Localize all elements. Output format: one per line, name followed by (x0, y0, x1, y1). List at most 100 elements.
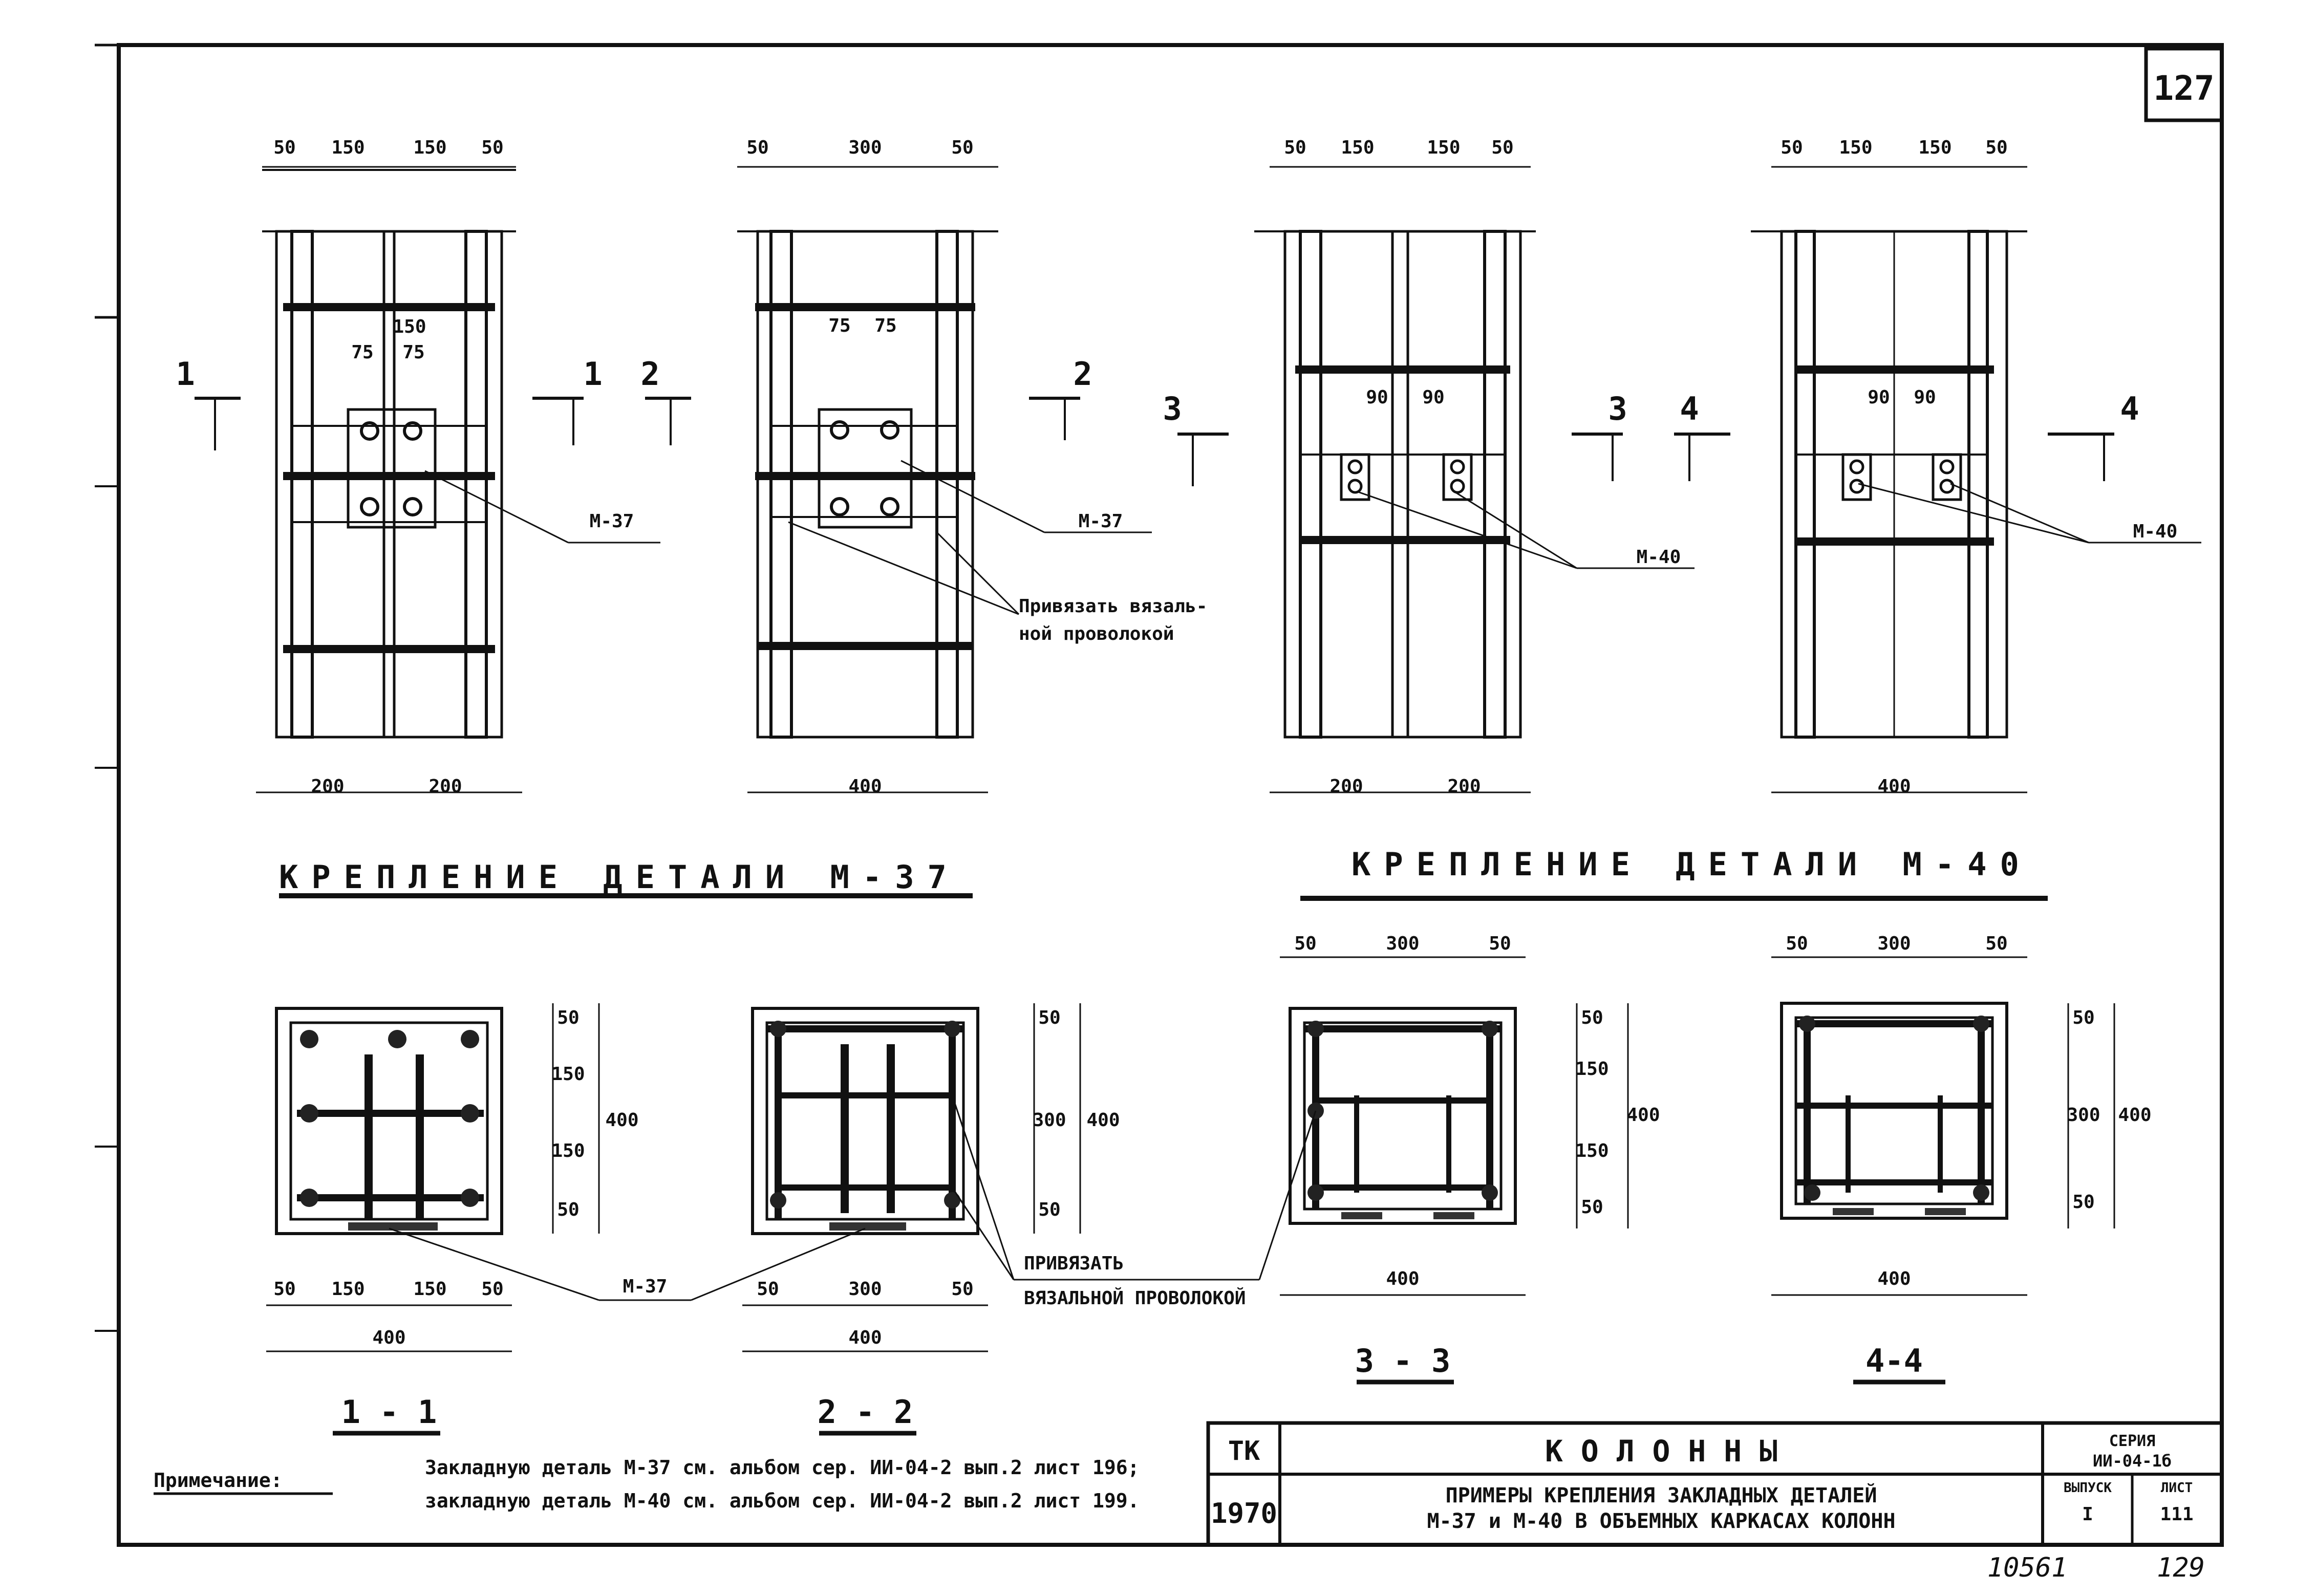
section-3-top-dim-b: 300 (1386, 933, 1419, 954)
section-4-total: 400 (1877, 1268, 1911, 1289)
section-3-right-dim-c: 150 (1575, 1140, 1609, 1161)
top-dim-4-b: 150 (1839, 137, 1872, 158)
callout-wire-line1: ПРИВЯЗАТЬ (1024, 1253, 1124, 1274)
tb-tk: ТК (1228, 1436, 1260, 1466)
bottom-dim-3-a: 200 (1329, 776, 1363, 797)
section-4-right-dim-a: 50 (2072, 1007, 2094, 1028)
top-dim-2-c: 50 (951, 137, 973, 158)
section-3-right-dim-b: 150 (1575, 1059, 1609, 1080)
part-label-2: М-37 (1079, 511, 1123, 532)
inner-dim-3-b: 90 (1422, 387, 1444, 408)
elevation-2: 2 2 М-37 Привязать вязаль- ной проволоко… (640, 137, 1207, 797)
section-3-right-total: 400 (1626, 1105, 1660, 1126)
title-block: ТК 1970 К О Л О Н Н Ы ПРИМЕРЫ КРЕПЛЕНИЯ … (1206, 1421, 2224, 1547)
cut-mark-1-left: 1 (176, 355, 195, 393)
cut-mark-2-left: 2 (640, 355, 659, 393)
section-callouts: М-37 ПРИВЯЗАТЬ ВЯЗАЛЬНОЙ ПРОВОЛОКОЙ (389, 1095, 1317, 1309)
section-4-name: 4-4 (1865, 1342, 1923, 1379)
sheet-frame (95, 43, 2224, 1547)
note-label: Примечание: (154, 1469, 283, 1492)
bottom-dim-2: 400 (848, 776, 882, 797)
section-2-bottom-dim-c: 50 (951, 1279, 973, 1300)
cut-mark-3-left: 3 (1163, 390, 1182, 427)
tb-subtitle-1: ПРИМЕРЫ КРЕПЛЕНИЯ ЗАКЛАДНЫХ ДЕТАЛЕЙ (1446, 1483, 1877, 1507)
section-1-bottom-dim-d: 50 (481, 1279, 503, 1300)
wire-note-2-line2: ной проволокой (1019, 623, 1174, 644)
tb-year: 1970 (1211, 1497, 1277, 1529)
section-1-right-dim-d: 50 (557, 1199, 579, 1220)
cut-mark-3-right: 3 (1608, 390, 1627, 427)
section-1-right-dim-a: 50 (557, 1007, 579, 1028)
footer-numbers: 10561 129 (1987, 1552, 2205, 1583)
tb-sheet-value: 111 (2160, 1504, 2193, 1525)
section-1-bottom-dim-b: 150 (331, 1279, 364, 1300)
note-line-2: закладную деталь М-40 см. альбом сер. ИИ… (425, 1490, 1140, 1512)
top-dim-4-a: 50 (1781, 137, 1803, 158)
bottom-dim-4: 400 (1877, 776, 1911, 797)
section-1-1: 50 150 150 50 400 50 150 150 50 400 1 - … (266, 1003, 639, 1436)
cut-mark-4-left: 4 (1680, 390, 1699, 427)
bottom-dim-1-a: 200 (311, 776, 344, 797)
section-1-name: 1 - 1 (341, 1393, 437, 1431)
bottom-dim-1-b: 200 (428, 776, 462, 797)
section-2-right-total: 400 (1086, 1110, 1120, 1131)
note: Примечание: Закладную деталь М-37 см. ал… (154, 1456, 1140, 1512)
inner-dim-1-c: 75 (402, 342, 424, 363)
section-1-right-total: 400 (605, 1110, 638, 1131)
inner-dim-1-b: 75 (351, 342, 373, 363)
section-2-2: 50 300 50 400 50 300 50 400 2 - 2 (742, 1003, 1120, 1436)
section-4-4: 50 300 50 400 50 300 50 400 4-4 (1771, 933, 2152, 1385)
tb-sheet-label: ЛИСТ (2161, 1480, 2193, 1496)
section-1-bottom-dim-a: 50 (273, 1279, 295, 1300)
section-2-right-dim-b: 300 (1033, 1110, 1066, 1131)
inner-dim-2-a: 75 (828, 315, 850, 336)
section-3-top-dim-c: 50 (1489, 933, 1511, 954)
inner-dim-4-b: 90 (1914, 387, 1936, 408)
bottom-number-right: 129 (2157, 1552, 2205, 1583)
page-number: 127 (2153, 69, 2214, 108)
page-number-box: 127 (2144, 47, 2224, 122)
section-1-right-dim-b: 150 (551, 1064, 585, 1085)
top-dim-3-b: 150 (1341, 137, 1374, 158)
section-4-right-dim-b: 300 (2067, 1105, 2100, 1126)
tb-subtitle-2: М-37 и М-40 В ОБЪЕМНЫХ КАРКАСАХ КОЛОНН (1427, 1509, 1895, 1533)
cut-mark-4-right: 4 (2120, 390, 2139, 427)
part-label-3: М-40 (1637, 547, 1681, 568)
inner-dim-4-a: 90 (1868, 387, 1890, 408)
top-dim-1-a: 50 (273, 137, 295, 158)
part-label-1: М-37 (590, 511, 634, 532)
section-4-right-total: 400 (2118, 1105, 2151, 1126)
inner-dim-3-a: 90 (1366, 387, 1388, 408)
elevation-3: 3 3 М-40 50 150 150 50 90 90 200 200 (1163, 137, 1695, 797)
heading-m37: КРЕПЛЕНИЕ ДЕТАЛИ М-37 (279, 858, 960, 896)
tb-issue-label: ВЫПУСК (2064, 1480, 2112, 1496)
part-label-4: М-40 (2133, 521, 2178, 542)
section-3-top-dim-a: 50 (1294, 933, 1316, 954)
tb-title: К О Л О Н Н Ы (1545, 1434, 1777, 1469)
section-4-top-dim-b: 300 (1877, 933, 1911, 954)
top-dim-4-d: 50 (1985, 137, 2007, 158)
section-2-name: 2 - 2 (818, 1393, 913, 1431)
tb-series-value: ИИ-04-1б (2093, 1451, 2172, 1471)
top-dim-3-a: 50 (1284, 137, 1306, 158)
section-2-right-dim-a: 50 (1038, 1007, 1060, 1028)
section-2-bottom-dim-a: 50 (757, 1279, 779, 1300)
tb-series-label: СЕРИЯ (2109, 1432, 2155, 1450)
section-1-bottom-dim-c: 150 (413, 1279, 446, 1300)
section-2-bottom-dim-b: 300 (848, 1279, 882, 1300)
top-dim-4-c: 150 (1918, 137, 1952, 158)
bottom-dim-3-b: 200 (1447, 776, 1481, 797)
inner-dim-2-b: 75 (874, 315, 896, 336)
section-3-3: 50 300 50 400 50 150 150 50 400 3 - 3 (1280, 933, 1660, 1385)
section-4-top-dim-c: 50 (1985, 933, 2007, 954)
elevation-4: 4 4 М-40 50 150 150 50 90 90 400 (1674, 137, 2201, 797)
top-dim-3-d: 50 (1491, 137, 1513, 158)
section-1-right-dim-c: 150 (551, 1140, 585, 1161)
top-dim-2-a: 50 (746, 137, 768, 158)
top-dim-1-d: 50 (481, 137, 503, 158)
wire-note-2-line1: Привязать вязаль- (1019, 596, 1207, 617)
callout-wire-line2: ВЯЗАЛЬНОЙ ПРОВОЛОКОЙ (1024, 1287, 1246, 1309)
section-3-total: 400 (1386, 1268, 1419, 1289)
headings: КРЕПЛЕНИЕ ДЕТАЛИ М-37 КРЕПЛЕНИЕ ДЕТАЛИ М… (279, 846, 2048, 901)
